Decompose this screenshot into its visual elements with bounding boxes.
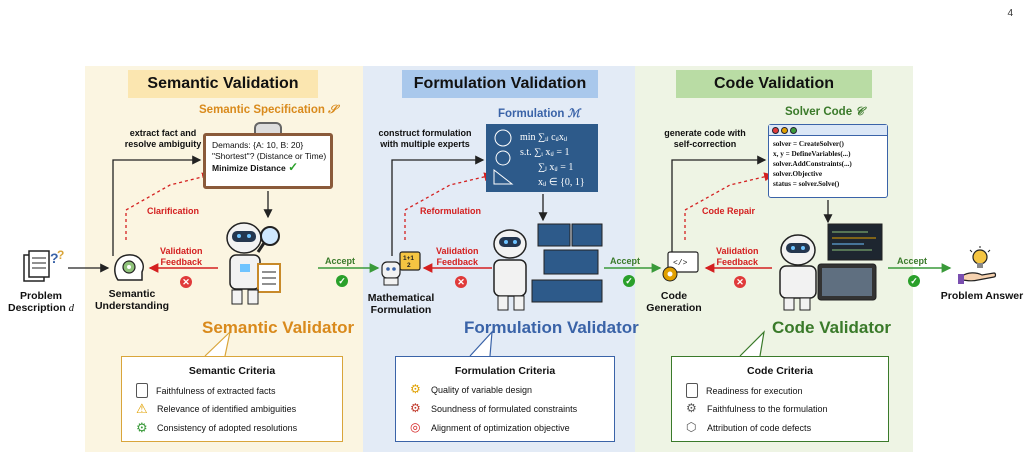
formulation-step-label: construct formulation with multiple expe…	[378, 128, 472, 149]
formulation-feedback-label: Validation Feedback	[436, 246, 479, 267]
formulation-math: min ∑ᵢⱼ cᵢⱼxᵢⱼ s.t. ∑ᵢ xᵢⱼ = 1 ∑ⱼ xᵢⱼ = …	[520, 132, 585, 188]
code-criterion-2: ⚙Faithfulness to the formulation	[686, 401, 828, 415]
formulation-criterion-1: ⚙Quality of variable design	[410, 382, 533, 396]
solver-code-text: solver = CreateSolver() x, y = DefineVar…	[773, 140, 852, 188]
code-step-label: generate code with self-correction	[664, 128, 746, 149]
readiness-icon	[686, 383, 698, 398]
clarification-label: Clarification	[147, 206, 200, 216]
faithfulness-icon: ⚙	[686, 401, 697, 415]
code-robot-icon	[779, 223, 883, 311]
page-number: 4	[1007, 8, 1013, 19]
svg-text:</>: </>	[673, 259, 688, 268]
solver-code-window: solver = CreateSolver() x, y = DefineVar…	[768, 124, 888, 198]
semantic-understanding-label: Semantic Understanding	[94, 288, 170, 312]
code-gear-icon: </>	[662, 251, 699, 282]
problem-document-icon: ? ?	[23, 248, 64, 282]
semantic-spec-box: Demands: {A: 10, B: 20} "Shortest"? (Dis…	[203, 133, 333, 189]
code-cross-icon: ✕	[734, 276, 746, 288]
code-criterion-1: Readiness for execution	[686, 383, 803, 398]
semantic-validator-name: Semantic Validator	[202, 318, 355, 337]
semantic-criterion-2: ⚠Relevance of identified ambiguities	[136, 401, 297, 416]
check-icon: ✓	[288, 160, 299, 174]
semantic-criteria-box: Semantic Criteria Faithfulness of extrac…	[121, 356, 343, 442]
semantic-robot-icon	[226, 222, 281, 305]
code-feedback-label: Validation Feedback	[716, 246, 759, 267]
accept-label-2: Accept	[610, 256, 641, 266]
math-robot-icon: 1+1 2	[381, 251, 421, 286]
svg-text:1+1: 1+1	[403, 255, 414, 262]
warning-icon: ⚠	[136, 401, 148, 416]
constraints-icon: ⚙	[410, 401, 421, 415]
code-repair-label: Code Repair	[702, 206, 756, 216]
semantic-step-label: extract fact and resolve ambiguity	[124, 128, 202, 149]
code-generation-label: Code Generation	[646, 290, 702, 314]
code-validator-name: Code Validator	[772, 318, 892, 337]
target-icon: ◎	[410, 420, 421, 434]
formulation-cross-icon: ✕	[455, 276, 467, 288]
window-controls	[769, 125, 887, 136]
semantic-criterion-1: Faithfulness of extracted facts	[136, 383, 276, 398]
brain-gear-icon	[114, 254, 144, 281]
semantic-spec-title: Semantic Specification 𝒮	[199, 104, 338, 116]
formulation-criterion-2: ⚙Soundness of formulated constraints	[410, 401, 578, 415]
problem-description-label: Problem Description d	[8, 290, 74, 314]
gear-icon: ⚙	[136, 420, 148, 435]
formulation-criteria-title: Formulation Criteria	[454, 365, 556, 377]
semantic-criteria-title: Semantic Criteria	[188, 365, 276, 377]
lightbulb-hand-icon	[958, 246, 997, 284]
accept-check-icon-1: ✓	[336, 275, 348, 287]
geometry-icon	[493, 129, 514, 185]
accept-check-icon-3: ✓	[908, 275, 920, 287]
formulation-criterion-3: ◎Alignment of optimization objective	[410, 420, 570, 434]
code-validation-title: Code Validation	[676, 70, 872, 98]
code-criterion-3: ⬡Attribution of code defects	[686, 420, 812, 434]
document-icon	[136, 383, 148, 398]
semantic-validation-title: Semantic Validation	[128, 70, 318, 98]
accept-check-icon-2: ✓	[623, 275, 635, 287]
formulation-robot-icon	[493, 223, 603, 311]
semantic-feedback-label: Validation Feedback	[160, 246, 203, 267]
svg-text:?: ?	[50, 250, 59, 266]
problem-answer-label: Problem Answer	[940, 290, 1024, 302]
code-criteria-title: Code Criteria	[747, 365, 813, 377]
accept-label-3: Accept	[897, 256, 928, 266]
mathematical-formulation-label: Mathematical Formulation	[367, 292, 435, 316]
formulation-board: min ∑ᵢⱼ cᵢⱼxᵢⱼ s.t. ∑ᵢ xᵢⱼ = 1 ∑ⱼ xᵢⱼ = …	[486, 124, 598, 192]
accept-label-1: Accept	[325, 256, 356, 266]
formulation-validator-name: Formulation Validator	[464, 318, 639, 337]
formulation-validation-title: Formulation Validation	[402, 70, 598, 98]
formulation-criteria-box: Formulation Criteria ⚙Quality of variabl…	[395, 356, 615, 442]
svg-text:2: 2	[407, 262, 411, 269]
solver-code-title: Solver Code 𝒞	[785, 106, 864, 118]
semantic-criterion-3: ⚙Consistency of adopted resolutions	[136, 420, 298, 435]
svg-text:?: ?	[57, 248, 64, 262]
reformulation-label: Reformulation	[420, 206, 482, 216]
code-criteria-box: Code Criteria Readiness for execution ⚙F…	[671, 356, 889, 442]
semantic-cross-icon: ✕	[180, 276, 192, 288]
formulation-spec-title: Formulation ℳ	[498, 108, 580, 120]
defect-icon: ⬡	[686, 420, 697, 434]
variables-icon: ⚙	[410, 382, 421, 396]
